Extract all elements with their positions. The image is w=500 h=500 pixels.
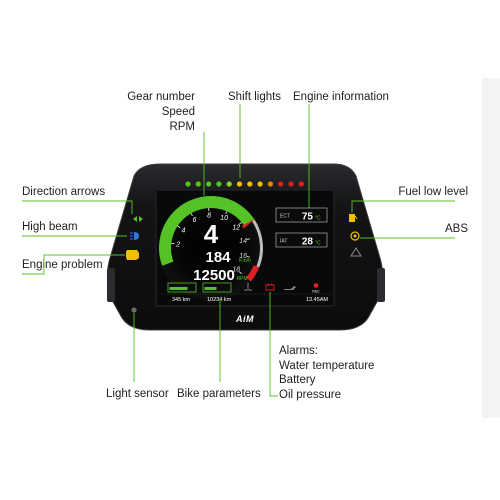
gauge-tick-label: 2	[175, 242, 180, 249]
bike-parameters-bar: 345 km 10234 km 13.45AM	[158, 282, 332, 303]
fuel-pump-icon	[349, 214, 358, 222]
alarm-icons: REC	[244, 283, 320, 294]
rpm-unit: RPM	[236, 276, 247, 282]
engine-check-icon	[126, 250, 139, 260]
label-rpm: RPM	[169, 121, 195, 133]
trip-distance: 345 km	[172, 297, 190, 303]
gauge-tick-label: 6	[193, 217, 197, 224]
label-fuel-low-level: Fuel low level	[398, 186, 468, 198]
gauge-tick	[225, 211, 228, 215]
iat-unit: °C	[315, 241, 321, 247]
label-oil-pressure: Oil pressure	[279, 389, 341, 401]
shift-light	[267, 181, 273, 187]
label-engine-problem: Engine problem	[22, 259, 103, 271]
rpm-arc-track	[251, 219, 263, 268]
gauge-tick-label: 10	[220, 215, 228, 222]
left-arrow-icon	[133, 216, 137, 222]
shift-light	[288, 181, 294, 187]
leader-line	[22, 254, 125, 275]
gauge-tick-label: 16	[239, 253, 247, 260]
shift-lights	[185, 181, 304, 187]
shift-light	[257, 181, 263, 187]
oil-can-icon	[284, 286, 296, 290]
mount-tab-left	[107, 268, 115, 302]
gauge-tick	[246, 238, 251, 240]
gauge-tick-label: 14	[239, 238, 247, 245]
label-high-beam: High beam	[22, 221, 78, 233]
high-beam-icon	[130, 232, 139, 240]
shift-light	[298, 181, 304, 187]
leader-line	[22, 200, 133, 214]
label-speed: Speed	[161, 106, 195, 118]
gauge-tick	[246, 256, 251, 258]
mount-tab-right	[377, 268, 385, 302]
record-dot-icon	[313, 283, 319, 288]
svg-text:AiM: AiM	[235, 314, 254, 324]
speed-value: 184	[205, 249, 231, 266]
label-shift-lights: Shift lights	[228, 91, 282, 103]
battery-icon	[265, 283, 275, 291]
speed-unit: Km/h	[239, 258, 251, 264]
shift-light	[247, 181, 253, 187]
label-alarms: Alarms:	[279, 345, 318, 357]
aim-logo: AiM	[235, 314, 254, 324]
shift-light	[216, 181, 222, 187]
rpm-redline	[246, 265, 260, 282]
ect-label: ECT	[280, 214, 290, 220]
warning-triangle-icon	[350, 247, 362, 257]
abs-icon	[350, 231, 360, 241]
shift-light	[185, 181, 191, 187]
gauge-tick-label: 18	[232, 267, 240, 274]
ect-value: 75	[302, 212, 314, 223]
ect-box: ECT 75 °C	[275, 207, 328, 223]
clock: 13.45AM	[306, 297, 328, 303]
rpm-needle	[241, 218, 257, 229]
label-bike-parameters: Bike parameters	[177, 388, 261, 400]
ect-unit: °C	[315, 216, 321, 222]
label-light-sensor: Light sensor	[106, 388, 169, 400]
right-gutter	[482, 78, 500, 418]
label-battery: Battery	[279, 374, 316, 386]
rpm-arc-fill	[158, 195, 255, 266]
label-gear-number: Gear number	[127, 91, 195, 103]
gear-number: 4	[204, 219, 219, 249]
gauge-tick	[190, 213, 193, 217]
label-engine-information: Engine information	[293, 91, 389, 103]
right-arrow-icon	[139, 216, 143, 222]
iat-label: IAT	[280, 239, 287, 245]
shift-light	[206, 181, 212, 187]
light-sensor-dot	[131, 307, 137, 313]
callout-leader-lines	[22, 104, 455, 397]
shift-light	[226, 181, 232, 187]
iat-value: 28	[302, 237, 314, 248]
thermometer-icon	[244, 283, 252, 291]
label-abs: ABS	[444, 223, 468, 235]
gauge-tick	[239, 271, 242, 275]
rpm-value: 12500	[193, 267, 235, 284]
gauge-tick-label: 8	[207, 213, 211, 220]
shift-light	[236, 181, 243, 187]
gauge-tick-label: 12	[232, 224, 240, 231]
gauge-tick	[239, 221, 242, 225]
leader-line	[351, 200, 455, 213]
odometer: 10234 km	[207, 297, 232, 303]
label-direction-arrows: Direction arrows	[22, 186, 106, 198]
gauge-tick	[177, 225, 181, 229]
shift-light	[278, 181, 284, 187]
leader-line	[269, 292, 278, 397]
gauge-tick-label: 4	[181, 227, 185, 234]
label-water-temperature: Water temperature	[279, 360, 375, 372]
rec-label: REC	[312, 290, 320, 294]
shift-light	[195, 181, 201, 187]
iat-box: IAT 28 °C	[275, 232, 328, 248]
